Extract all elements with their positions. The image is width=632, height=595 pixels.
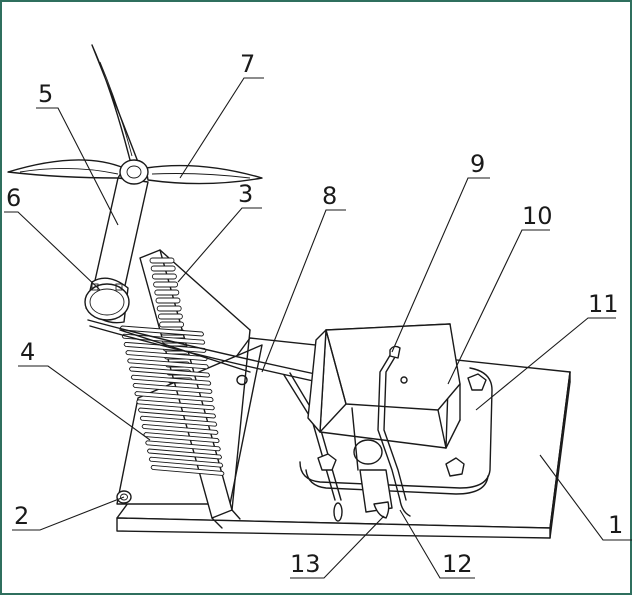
upper-fin xyxy=(156,305,182,312)
lower-fin xyxy=(136,399,215,411)
label-12: 12 xyxy=(442,550,473,578)
lower-fin xyxy=(120,325,204,337)
water-tank xyxy=(307,323,461,449)
lower-fin xyxy=(134,391,214,403)
upper-fin xyxy=(153,281,179,288)
lower-fin xyxy=(127,358,209,370)
label-4: 4 xyxy=(20,338,35,366)
lower-fin xyxy=(130,374,212,386)
label-8: 8 xyxy=(322,182,337,210)
label-10: 10 xyxy=(522,202,553,230)
lower-fin xyxy=(132,382,213,394)
label-3: 3 xyxy=(238,180,253,208)
lower-fin xyxy=(129,366,210,378)
upper-fin xyxy=(150,265,176,272)
upper-fin xyxy=(149,257,175,264)
inlet-pipe xyxy=(377,345,408,501)
nacelle-tower xyxy=(84,177,149,324)
lower-fin xyxy=(139,415,218,427)
part-labels: 1 2 3 4 5 6 7 8 9 10 11 12 13 xyxy=(6,50,623,578)
label-6: 6 xyxy=(6,184,21,212)
lower-fin xyxy=(141,423,219,435)
fin-array xyxy=(120,257,225,476)
label-2: 2 xyxy=(14,502,29,530)
upper-fin xyxy=(157,313,183,320)
connecting-pipes xyxy=(87,319,353,522)
rotor-blades xyxy=(7,44,263,185)
upper-fin xyxy=(155,297,181,304)
lower-fin xyxy=(148,456,224,468)
label-13: 13 xyxy=(290,550,321,578)
pump-assembly xyxy=(351,407,411,519)
label-9: 9 xyxy=(470,150,485,178)
tank-mount-plate xyxy=(299,367,493,495)
lower-fin xyxy=(138,407,216,419)
lower-fin xyxy=(145,440,221,452)
label-1: 1 xyxy=(608,511,623,539)
label-7: 7 xyxy=(240,50,255,78)
upper-fin xyxy=(154,289,180,296)
leader-lines xyxy=(4,77,632,579)
label-5: 5 xyxy=(38,80,53,108)
label-11: 11 xyxy=(588,290,619,318)
lower-fin xyxy=(150,464,225,476)
lower-fin xyxy=(147,448,222,460)
upper-fin xyxy=(151,273,177,280)
upper-fin xyxy=(159,321,185,328)
lower-fin xyxy=(143,432,220,444)
